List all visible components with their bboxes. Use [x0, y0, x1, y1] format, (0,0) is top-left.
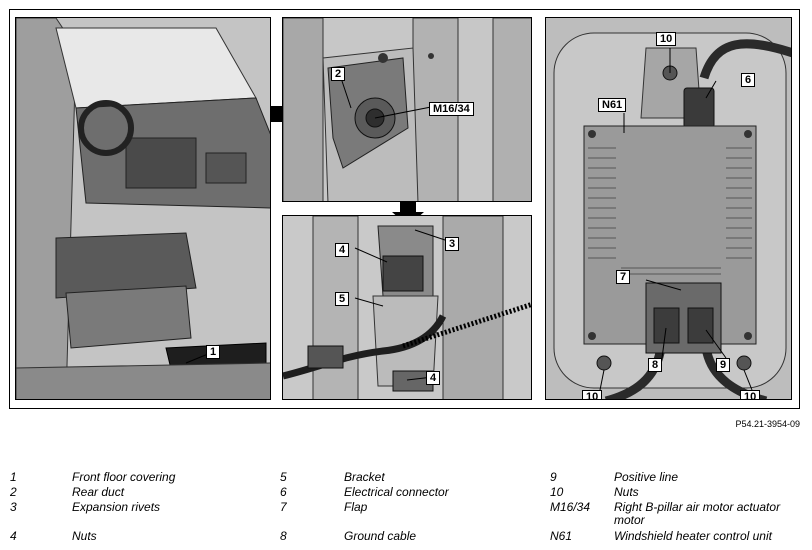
- legend-number: 5: [280, 470, 287, 484]
- callout-6: 6: [741, 73, 756, 87]
- control-unit-illustration: [546, 18, 791, 399]
- callout-1: 1: [206, 345, 221, 359]
- legend-text: Positive line: [614, 470, 679, 484]
- figure-reference: P54.21-3954-09: [735, 419, 800, 429]
- legend-text: Bracket: [344, 470, 385, 484]
- air-motor-illustration: [283, 18, 531, 201]
- legend-number: 2: [10, 485, 17, 499]
- legend-number: N61: [550, 529, 573, 543]
- interior-illustration: [16, 18, 270, 399]
- callout-7: 7: [616, 270, 631, 284]
- callout-4-upper: 4: [335, 243, 350, 257]
- legend-text: Right B-pillar air motor actuator motor: [614, 500, 781, 527]
- legend-text: Windshield heater control unit: [614, 529, 772, 543]
- callout-3: 3: [445, 237, 460, 251]
- legend-number: 6: [280, 485, 287, 499]
- legend-number: 9: [550, 470, 557, 484]
- legend-text: Front floor covering: [72, 470, 176, 484]
- legend-item: M16/34 Right B-pillar air motor actuator…: [550, 501, 805, 529]
- panel-interior-view: 1: [15, 17, 271, 400]
- legend-number: 10: [550, 485, 564, 499]
- panel-bracket-view: 4 3 5 4: [282, 215, 532, 400]
- diagram-frame: 1 2 M16/34: [9, 9, 800, 409]
- panel-control-unit-view: 10 6 N61 7 8 9 10 10: [545, 17, 792, 400]
- callout-10-right: 10: [740, 390, 761, 399]
- callout-9: 9: [716, 358, 731, 372]
- legend-number: 4: [10, 529, 17, 543]
- legend-text: Expansion rivets: [72, 500, 161, 514]
- callout-8: 8: [648, 358, 663, 372]
- callout-5: 5: [335, 292, 350, 306]
- legend-text: Nuts: [614, 485, 639, 499]
- callout-10-left: 10: [582, 390, 603, 399]
- callout-10-top: 10: [656, 32, 677, 46]
- legend-text: Nuts: [72, 529, 97, 543]
- legend-number: 3: [10, 500, 17, 514]
- legend-number: 1: [10, 470, 17, 484]
- legend-number: 8: [280, 529, 287, 543]
- legend-number: 7: [280, 500, 287, 514]
- legend-text: Flap: [344, 500, 368, 514]
- callout-m16-34: M16/34: [429, 102, 474, 116]
- callout-4-lower: 4: [426, 371, 441, 385]
- callout-2: 2: [331, 67, 346, 81]
- bracket-illustration: [283, 216, 531, 399]
- panel-air-motor-view: 2 M16/34: [282, 17, 532, 202]
- legend-number: M16/34: [550, 500, 591, 514]
- arrow-down-icon: [392, 200, 424, 226]
- callout-n61: N61: [598, 98, 627, 112]
- legend-text: Ground cable: [344, 529, 417, 543]
- legend-text: Electrical connector: [344, 485, 449, 499]
- legend-text: Rear duct: [72, 485, 125, 499]
